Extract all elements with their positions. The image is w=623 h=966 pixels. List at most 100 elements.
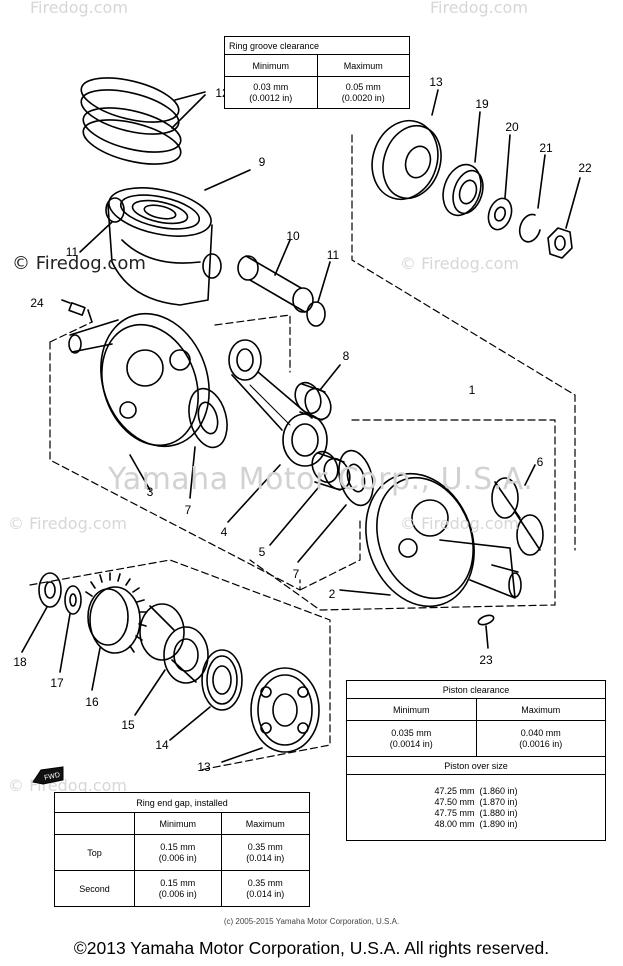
part-label-14: 14 [155, 738, 169, 752]
crank-key [477, 614, 495, 626]
watermark-brand: © Firedog.com [8, 514, 127, 533]
column-header-minimum: Minimum [134, 812, 222, 835]
crankshaft-assembly-outline [49, 321, 361, 591]
value-mm: 0.035 mm [391, 727, 432, 738]
oversize-in: (1.870 in) [479, 796, 518, 807]
watermark-brand: © Firedog.com [400, 514, 519, 533]
watermark-brand: Firedog.com [430, 0, 528, 17]
part-label-23: 23 [479, 653, 493, 667]
primary-washer [59, 585, 82, 673]
part-label-9: 9 [258, 155, 266, 169]
ring-end-gap-table: Ring end gap, installed Minimum Maximum … [54, 792, 310, 907]
value-in: (0.014 in) [246, 852, 285, 863]
part-label-13: 13 [429, 75, 443, 89]
part-label-15: 15 [121, 718, 135, 732]
forward-arrow-icon: FWD [32, 766, 64, 785]
main-bearing-left [221, 667, 320, 763]
value-in: (0.006 in) [158, 888, 197, 899]
part-label-11: 11 [65, 245, 79, 259]
value-mm: 0.040 mm [520, 727, 561, 738]
value-in: (0.0016 in) [519, 738, 563, 749]
crank-half-right [339, 472, 522, 608]
min-value-cell: 0.035 mm(0.0014 in) [346, 720, 477, 757]
woodruff-key [68, 302, 86, 316]
min-value-cell: 0.15 mm(0.006 in) [134, 834, 222, 871]
column-header-minimum: Minimum [224, 54, 318, 77]
piston-pin [237, 239, 314, 313]
thrust-washer-left [188, 387, 228, 499]
oversize-in: (1.860 in) [479, 785, 518, 796]
crankshaft-right-outline [249, 419, 556, 611]
value-mm: 0.05 mm [345, 81, 381, 92]
value-mm: 0.15 mm [160, 877, 196, 888]
part-label-1: 1 [468, 383, 476, 397]
crank-pin [491, 464, 544, 556]
piston [107, 169, 251, 306]
part-label-22: 22 [578, 161, 592, 175]
oversize-in: (1.880 in) [479, 807, 518, 818]
table-title: Piston clearance [346, 680, 606, 699]
value-in: (0.0014 in) [389, 738, 433, 749]
oversize-in: (1.890 in) [479, 818, 518, 829]
part-label-3: 3 [146, 485, 154, 499]
min-value-cell: 0.15 mm(0.006 in) [134, 870, 222, 907]
main-bearing-right [371, 89, 442, 201]
value-in: (0.014 in) [246, 888, 285, 899]
circlip-left [105, 197, 125, 223]
part-label-19: 19 [475, 97, 489, 111]
watermark-brand: Firedog.com [30, 0, 128, 17]
watermark-brand-dark: © Firedog.com [12, 253, 146, 274]
part-label-6: 6 [536, 455, 544, 469]
part-label-2: 2 [328, 587, 336, 601]
spacer [487, 134, 513, 231]
oversize-row: 47.50 mm (1.870 in) [349, 797, 603, 808]
crank-nut [547, 177, 581, 259]
value-in: (0.0012 in) [249, 92, 293, 103]
oversize-row: 47.75 mm (1.880 in) [349, 808, 603, 819]
column-header-maximum: Maximum [220, 812, 310, 835]
part-label-20: 20 [505, 120, 519, 134]
circlip-right [306, 301, 326, 327]
table-title: Ring groove clearance [224, 36, 410, 55]
value-in: (0.006 in) [158, 852, 197, 863]
primary-spacer [134, 603, 209, 716]
footer-copyright-small: (c) 2005-2015 Yamaha Motor Corporation, … [223, 917, 400, 926]
oversize-title: Piston over size [346, 756, 606, 775]
part-label-7: 7 [292, 567, 300, 581]
part-label-10: 10 [286, 229, 300, 243]
value-mm: 0.03 mm [253, 81, 289, 92]
max-value-cell: 0.040 mm(0.0016 in) [475, 720, 606, 757]
row-label-top: Top [54, 834, 135, 871]
row-header-blank [54, 812, 135, 835]
max-value-cell: 0.05 mm(0.0020 in) [316, 76, 410, 109]
small-end-bearing [294, 364, 341, 421]
primary-gear-outline [29, 559, 331, 771]
value-mm: 0.15 mm [160, 841, 196, 852]
watermark-center: Yamaha Motor Corp., U.S.A. [108, 462, 534, 497]
oversize-mm: 47.75 mm [434, 807, 475, 818]
oversize-mm: 47.50 mm [434, 796, 475, 807]
part-label-16: 16 [85, 695, 99, 709]
part-label-7: 7 [184, 503, 192, 517]
column-header-minimum: Minimum [346, 698, 477, 721]
min-value-cell: 0.03 mm(0.0012 in) [224, 76, 318, 109]
part-label-18: 18 [13, 655, 27, 669]
oversize-list: 47.25 mm (1.860 in) 47.50 mm (1.870 in) … [346, 774, 606, 841]
oversize-mm: 48.00 mm [434, 818, 475, 829]
part-label-17: 17 [50, 676, 64, 690]
crank-half-left [68, 312, 210, 491]
piston-rings [80, 77, 206, 165]
part-label-5: 5 [258, 545, 266, 559]
part-label-11: 11 [326, 248, 340, 262]
forward-arrow-label: FWD [44, 772, 61, 782]
value-mm: 0.35 mm [247, 877, 283, 888]
primary-gear [85, 572, 147, 691]
column-header-maximum: Maximum [475, 698, 606, 721]
part-label-13: 13 [197, 760, 211, 774]
oversize-row: 48.00 mm (1.890 in) [349, 819, 603, 830]
max-value-cell: 0.35 mm(0.014 in) [220, 834, 310, 871]
oversize-row: 47.25 mm (1.860 in) [349, 786, 603, 797]
piston-group-outline [214, 314, 291, 373]
value-mm: 0.35 mm [247, 841, 283, 852]
